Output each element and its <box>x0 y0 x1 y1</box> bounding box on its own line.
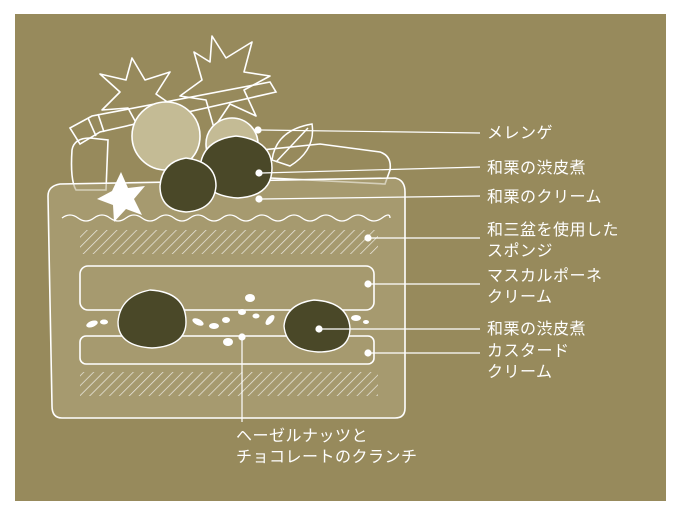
cream-wave <box>61 214 391 222</box>
label-chestnut-top: 和栗の渋皮煮 <box>487 158 587 177</box>
leader-custard <box>364 349 480 357</box>
chestnut-inner-left <box>117 289 187 349</box>
label-chestnut-cream: 和栗のクリーム <box>487 187 603 206</box>
label-crunch-line1: ヘーゼルナッツと <box>236 426 369 445</box>
crunch-pieces <box>86 294 369 346</box>
leader-chestnut-cream <box>255 195 481 203</box>
side-topping <box>70 137 109 191</box>
label-chestnut-inner: 和栗の渋皮煮 <box>487 319 587 338</box>
leaf-detail <box>271 123 314 167</box>
label-custard-line1: カスタード <box>487 341 570 360</box>
sponge-layer-top <box>80 230 378 254</box>
label-custard: カスタード クリーム <box>487 340 570 382</box>
label-sponge-line2: スポンジ <box>487 241 554 260</box>
leader-mascarpone <box>364 280 480 288</box>
custard-layer <box>79 335 375 365</box>
label-sponge: 和三盆を使用した スポンジ <box>487 219 619 261</box>
leader-meringue <box>254 126 481 134</box>
label-mascarpone-line2: クリーム <box>487 287 553 306</box>
label-custard-line2: クリーム <box>487 362 553 381</box>
label-sponge-line1: 和三盆を使用した <box>487 220 620 239</box>
leader-chestnut-top <box>255 166 481 177</box>
sponge-layer-bottom <box>80 372 378 396</box>
leader-chestnut-inner <box>315 325 480 333</box>
label-mascarpone: マスカルポーネ クリーム <box>487 265 603 307</box>
chestnut-top-small <box>159 157 217 213</box>
label-crunch: ヘーゼルナッツと チョコレートのクランチ <box>236 425 418 467</box>
chestnut-top-large <box>199 135 273 199</box>
stick-decoration <box>68 81 278 146</box>
star-decoration <box>97 172 145 222</box>
label-mascarpone-line1: マスカルポーネ <box>487 266 603 285</box>
leaf-right <box>179 35 271 129</box>
leader-lines <box>238 126 481 422</box>
mascarpone-layer <box>79 265 375 311</box>
chestnut-inner-right <box>283 299 351 353</box>
label-crunch-line2: チョコレートのクランチ <box>236 447 418 466</box>
leader-sponge <box>364 234 480 242</box>
leader-crunch <box>238 333 246 422</box>
label-meringue: メレンゲ <box>487 123 554 142</box>
